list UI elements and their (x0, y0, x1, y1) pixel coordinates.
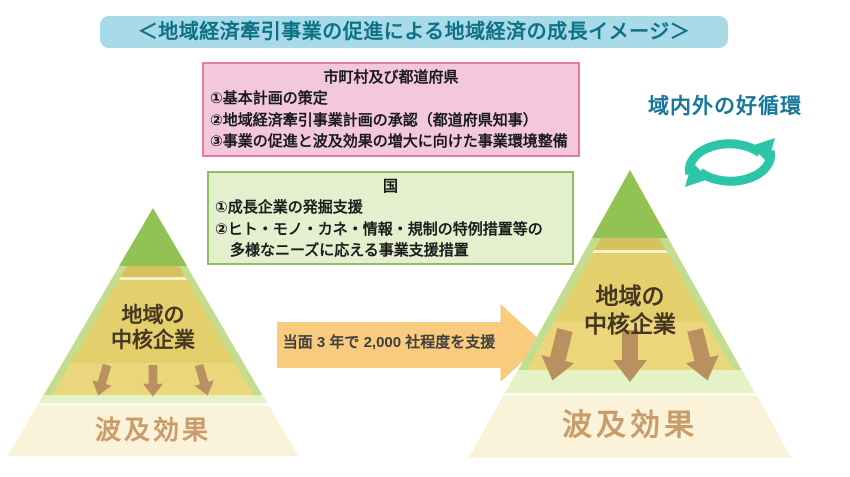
pyramid-right-core-band (554, 253, 706, 322)
pyramid-left-shape (8, 208, 298, 456)
pyramid-right-ripple-label: 波及効果 (562, 409, 698, 442)
page-title: ＜地域経済牽引事業の促進による地域経済の成長イメージ＞ (100, 16, 728, 48)
pyramid-left-ripple-label: 波及効果 (94, 415, 211, 445)
cycle-arrows-icon (685, 138, 775, 187)
municipality-item-1: ①基本計画の策定 (210, 90, 328, 108)
municipality-item-2: ②地域経済牽引事業計画の承認（都道府県知事） (210, 111, 538, 129)
pyramid-left-palegreen-band (39, 395, 267, 403)
municipality-box: 市町村及び都道府県 ①基本計画の策定 ②地域経済牽引事業計画の承認（都道府県知事… (202, 62, 580, 157)
pyramid-left-core-band (71, 280, 235, 363)
pyramid-left-ripple-band (8, 406, 298, 456)
pyramid-right-down-arrows (541, 328, 719, 382)
municipality-box-header: 市町村及び都道府県 (323, 69, 459, 86)
pyramid-right-core-label: 地域の 中核企業 (469, 282, 791, 338)
pyramid-right-shape (469, 170, 791, 458)
pyramid-left-core-line2: 中核企業 (111, 329, 195, 352)
pyramid-right-core-line2: 中核企業 (584, 311, 676, 337)
national-box: 国 ①成長企業の発掘支援 ②ヒト・モノ・カネ・情報・規制の特例措置等の 多様なニ… (207, 171, 574, 265)
pyramid-right-white-line (503, 393, 757, 396)
pyramid-left: 地域の 中核企業 波及効果 (8, 208, 298, 456)
pyramid-left-white-line (37, 403, 269, 406)
municipality-item-3: ③事業の促進と波及効果の増大に向けた事業環境整備 (210, 132, 568, 150)
pyramid-right: 地域の 中核企業 波及効果 (469, 170, 791, 458)
national-item-2-continued: 多様なニーズに応える事業支援措置 (230, 241, 469, 259)
pyramid-left-apex (119, 208, 187, 266)
pyramid-right-core-line1: 地域の (595, 283, 665, 309)
support-arrow-label: 当面 3 年で 2,000 社程度を支援 (282, 334, 496, 351)
pyramid-left-down-arrows (92, 363, 214, 397)
virtuous-cycle-label: 域内外の好循環 (648, 95, 802, 118)
pyramid-left-core-label: 地域の 中核企業 (8, 303, 298, 353)
pyramid-right-separator (592, 250, 668, 253)
national-item-2: ②ヒト・モノ・カネ・情報・規制の特例措置等の (215, 220, 543, 238)
pyramid-left-separator (119, 277, 187, 280)
national-box-header: 国 (382, 178, 398, 195)
pyramid-right-ripple-band (469, 396, 791, 458)
pyramid-left-core-line1: 地域の (121, 304, 185, 327)
pyramid-right-olive-band (594, 238, 666, 250)
national-item-1: ①成長企業の発掘支援 (215, 199, 363, 217)
pyramid-left-olive-band (121, 266, 185, 277)
pyramid-right-apex (592, 170, 668, 238)
